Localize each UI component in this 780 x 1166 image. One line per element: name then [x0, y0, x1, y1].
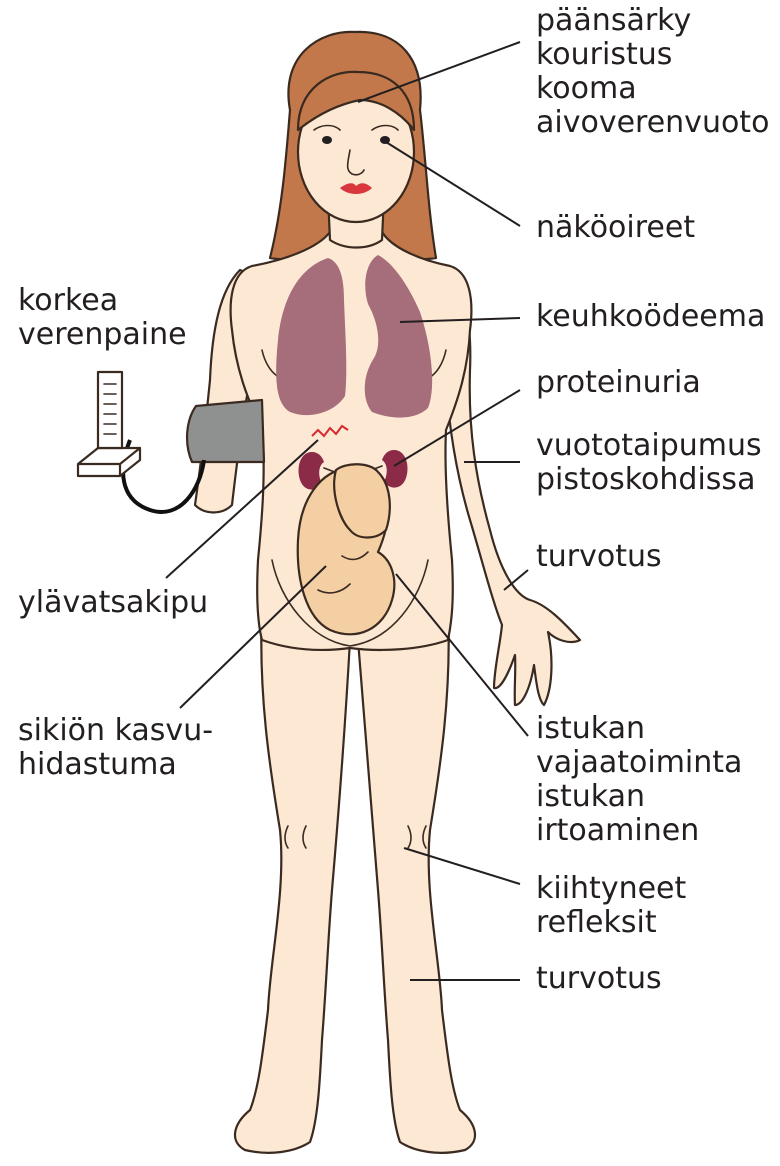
label-hand: turvotus: [536, 539, 662, 574]
label-knee: kiihtyneet refleksit: [536, 871, 696, 940]
label-epigastric: ylävatsakipu: [18, 585, 208, 620]
label-kidneys: proteinuria: [536, 365, 701, 400]
left-leg: [235, 610, 350, 1153]
label-eyes: näköoireet: [536, 210, 695, 245]
bp-base: [78, 448, 140, 476]
bp-cuff: [187, 400, 264, 462]
label-fetus: sikiön kasvu- hidastuma: [18, 713, 223, 782]
label-placenta: istukan vajaatoiminta istukan irtoaminen: [536, 711, 752, 848]
label-blood-pressure: korkea verenpaine: [18, 283, 187, 352]
right-leg: [358, 610, 475, 1153]
fetus: [298, 464, 395, 634]
label-skin: vuototaipumus pistoskohdissa: [536, 428, 771, 497]
left-eye: [322, 136, 332, 144]
label-leg: turvotus: [536, 961, 662, 996]
label-lungs: keuhkoödeema: [536, 299, 765, 334]
label-head: päänsärky kouristus kooma aivoverenvuoto: [536, 3, 769, 140]
